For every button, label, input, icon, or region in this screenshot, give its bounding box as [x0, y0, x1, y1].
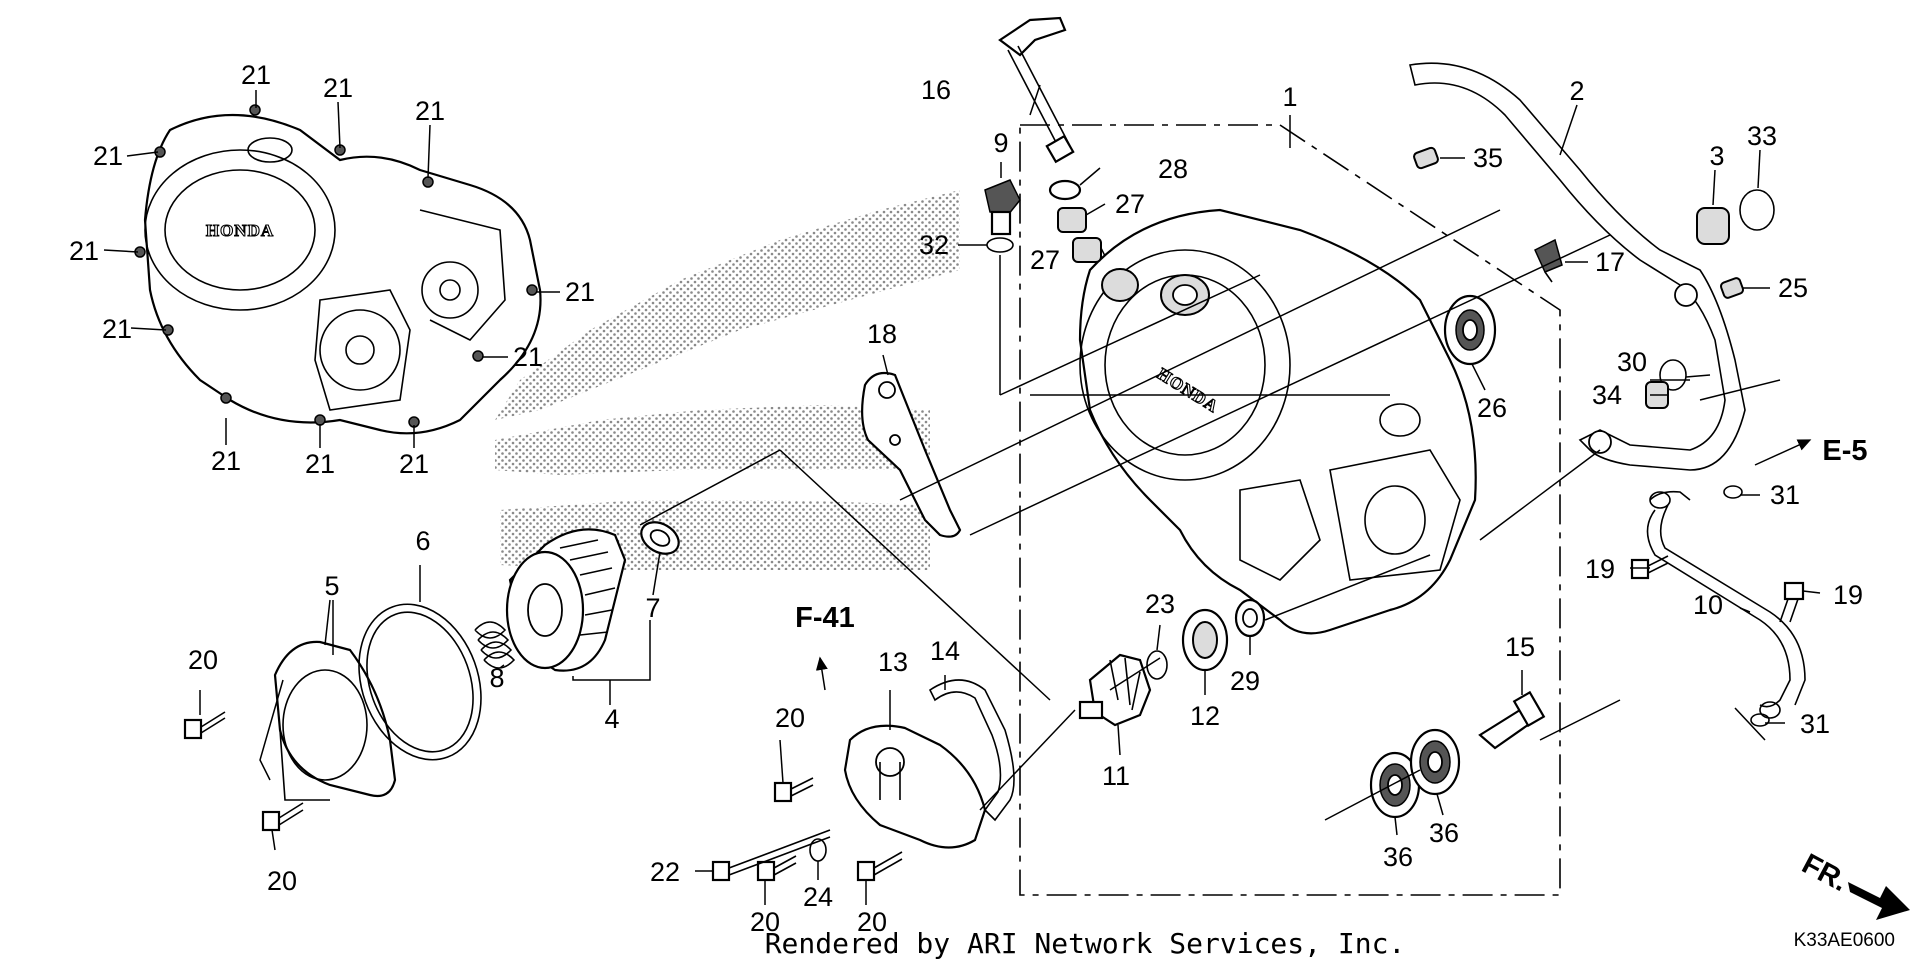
callout-18: 18: [867, 319, 897, 349]
reference-e5: E-5: [1822, 435, 1867, 467]
front-direction-label: FR.: [1797, 848, 1853, 898]
cover-bolt-holes: [134, 104, 538, 428]
callout-28: 28: [1158, 154, 1188, 184]
bolt-20-c: [773, 777, 814, 803]
callout-31: 31: [1800, 709, 1830, 739]
bolt-19-b: [1779, 581, 1805, 623]
assembly-frame: [1019, 124, 1561, 896]
callout-11: 11: [1102, 761, 1130, 791]
callout-21: 21: [305, 449, 335, 479]
callout-21: 21: [565, 277, 595, 307]
callout-7: 7: [645, 593, 660, 623]
callout-1: 1: [1282, 82, 1297, 112]
oil-pipe-part: [1646, 485, 1806, 727]
callout-27: 27: [1115, 189, 1145, 219]
diagram-code: K33AE0600: [1794, 930, 1895, 951]
callout-20: 20: [775, 703, 805, 733]
leader-lines: [103, 84, 1821, 905]
callout-24: 24: [803, 882, 833, 912]
impeller-part: [1078, 653, 1152, 727]
reference-f41: F-41: [795, 602, 855, 634]
callout-21: 21: [241, 60, 271, 90]
callout-9: 9: [993, 128, 1008, 158]
callout-20: 20: [267, 866, 297, 896]
callout-12: 12: [1190, 701, 1220, 731]
callout-21: 21: [323, 73, 353, 103]
callout-20: 20: [750, 907, 780, 937]
callout-6: 6: [415, 526, 430, 556]
callout-21: 21: [102, 314, 132, 344]
bearing-36-parts: [1369, 728, 1461, 819]
bracket-part: [861, 371, 962, 538]
oil-filter-part: [505, 528, 627, 672]
bolt-20-e: [856, 851, 903, 882]
callout-20: 20: [188, 645, 218, 675]
callout-32: 32: [919, 230, 949, 260]
callout-31: 31: [1770, 480, 1800, 510]
spring-part: [474, 621, 516, 669]
callout-19: 19: [1833, 580, 1863, 610]
water-pump-cover-part: [843, 679, 1015, 849]
callout-30: 30: [1617, 347, 1647, 377]
callout-3: 3: [1709, 141, 1724, 171]
callout-25: 25: [1778, 273, 1808, 303]
seal-parts: [1146, 598, 1266, 680]
callout-26: 26: [1477, 393, 1507, 423]
oil-plug-part: [984, 179, 1021, 253]
callout-35: 35: [1473, 143, 1503, 173]
front-arrow-icon: FR.: [1797, 848, 1910, 920]
callout-15: 15: [1505, 632, 1535, 662]
filter-seal-part: [640, 521, 680, 555]
callout-labels: 21 21 21 21 21 21 21 21 21 21 21 1 2 3 3…: [69, 60, 1863, 937]
callout-21: 21: [399, 449, 429, 479]
bolt-19-a: [1630, 555, 1669, 580]
callout-16: 16: [921, 75, 951, 105]
screw-17-part: [1534, 238, 1563, 283]
bolt-20-b: [261, 802, 304, 832]
bolt-20-d: [756, 855, 797, 882]
bushing-parts: [1048, 179, 1102, 263]
dipstick-rod-part: [998, 16, 1075, 164]
callout-21: 21: [513, 342, 543, 372]
bolt-20-a: [183, 711, 226, 740]
callout-13: 13: [878, 647, 908, 677]
callout-34: 34: [1592, 380, 1622, 410]
shaft-part: [1478, 690, 1546, 750]
callout-20: 20: [857, 907, 887, 937]
callout-36: 36: [1383, 842, 1413, 872]
callout-2: 2: [1569, 76, 1584, 106]
callout-4: 4: [604, 704, 619, 734]
callout-29: 29: [1230, 666, 1260, 696]
callout-22: 22: [650, 857, 680, 887]
callout-33: 33: [1747, 121, 1777, 151]
credit-text: Rendered by ARI Network Services, Inc.: [765, 927, 1406, 960]
callout-5: 5: [324, 571, 339, 601]
callout-36: 36: [1429, 818, 1459, 848]
callout-8: 8: [489, 663, 504, 693]
bearing-26-part: [1443, 294, 1497, 366]
cover-brand-mark: HONDA: [206, 221, 274, 240]
callout-21: 21: [415, 96, 445, 126]
callout-17: 17: [1595, 247, 1625, 277]
callout-21: 21: [69, 236, 99, 266]
callout-14: 14: [930, 636, 960, 666]
connector-lines: [639, 209, 1812, 821]
crankcase-cover-part: HONDA: [1078, 208, 1477, 635]
filter-gasket-part: [358, 603, 482, 761]
callout-10: 10: [1693, 590, 1723, 620]
filter-cap-part: [273, 640, 397, 801]
callout-19: 19: [1585, 554, 1615, 584]
callout-23: 23: [1145, 589, 1175, 619]
clutch-cover-part: HONDA: [134, 104, 542, 435]
callout-27: 27: [1030, 245, 1060, 275]
bolt-parts: [183, 555, 1805, 882]
callout-21: 21: [93, 141, 123, 171]
gasket-part: [1409, 62, 1746, 471]
callout-21: 21: [211, 446, 241, 476]
